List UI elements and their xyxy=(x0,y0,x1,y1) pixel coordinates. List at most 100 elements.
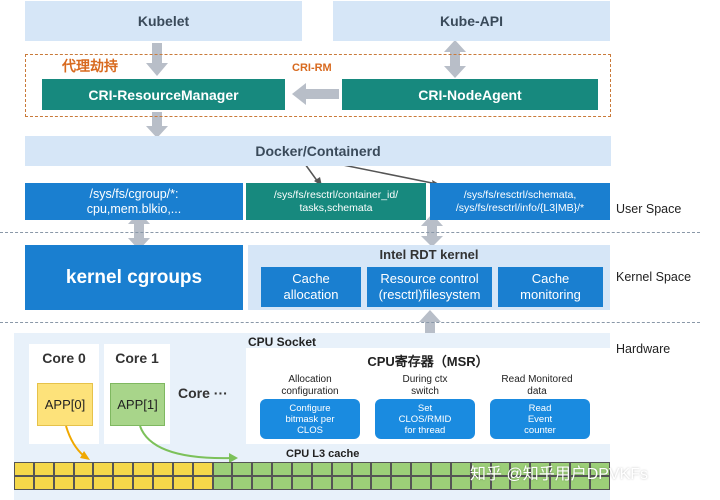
cache-cell xyxy=(73,476,94,490)
cache-cell xyxy=(450,476,471,490)
cache-cell xyxy=(14,476,34,490)
cache-cell xyxy=(232,476,253,490)
cache-cell xyxy=(53,462,74,476)
resctrl-schemata-box: /sys/fs/resctrl/schemata,/sys/fs/resctrl… xyxy=(430,183,610,220)
arrow-schemata-rdt xyxy=(427,224,437,238)
hardware-label: Hardware xyxy=(616,342,671,356)
core0-label: Core 0 xyxy=(42,350,86,366)
cache-cell xyxy=(33,462,54,476)
cache-cell xyxy=(530,462,551,476)
cache-cell xyxy=(272,462,293,476)
docker-containerd-box: Docker/Containerd xyxy=(25,136,611,166)
cache-cell xyxy=(93,476,114,490)
resctrl-container-box: /sys/fs/resctrl/container_id/tasks,schem… xyxy=(246,183,426,220)
cache-cell xyxy=(391,462,412,476)
cache-cell xyxy=(589,476,610,490)
cgroup-path-box: /sys/fs/cgroup/*:cpu,mem.blkio,... xyxy=(25,183,243,220)
cache-cell xyxy=(53,476,74,490)
cache-cell xyxy=(292,462,312,476)
msr-title: CPU寄存器（MSR） xyxy=(367,354,489,369)
cache-cell xyxy=(391,476,412,490)
core-more-label: Core ··· xyxy=(178,385,228,401)
cache-cell xyxy=(589,462,610,476)
app1-box: APP[1] xyxy=(110,383,165,426)
cache-cell xyxy=(351,476,372,490)
cache-cell xyxy=(232,462,253,476)
cache-cell xyxy=(510,462,531,476)
cache-cell xyxy=(113,462,134,476)
cache-cell xyxy=(431,476,451,490)
cache-cell xyxy=(510,476,531,490)
cache-cell xyxy=(73,462,94,476)
cache-cell xyxy=(490,476,511,490)
arrow-kubelet-down xyxy=(152,43,162,63)
cache-cell xyxy=(331,462,352,476)
cache-cell xyxy=(431,462,451,476)
cache-line xyxy=(14,476,610,490)
cache-cell xyxy=(212,462,233,476)
cache-cell xyxy=(570,462,590,476)
cache-cell xyxy=(14,462,34,476)
core1-label: Core 1 xyxy=(115,350,159,366)
cache-cell xyxy=(311,476,332,490)
cache-cell xyxy=(113,476,134,490)
cache-cell xyxy=(272,476,293,490)
l3-cache-row xyxy=(14,462,610,490)
kubelet-box: Kubelet xyxy=(25,1,302,41)
arrow-docker-container xyxy=(304,163,319,183)
cache-cell xyxy=(371,462,392,476)
cache-cell xyxy=(252,476,273,490)
arrow-kubelet-head xyxy=(146,63,168,76)
cache-cell xyxy=(550,476,571,490)
arrow-cgroup xyxy=(134,222,144,240)
user-space-label: User Space xyxy=(616,202,682,216)
cache-cell xyxy=(133,462,154,476)
cache-cell xyxy=(93,462,114,476)
cache-cell xyxy=(172,476,193,490)
cri-resourcemanager-box: CRI-ResourceManager xyxy=(42,79,285,110)
cache-cell xyxy=(212,476,233,490)
l3-cache-label: CPU L3 cache xyxy=(286,448,360,460)
cache-cell xyxy=(450,462,471,476)
cache-line xyxy=(14,462,610,476)
arrow-kubeapi xyxy=(450,50,460,68)
cache-cell xyxy=(172,462,193,476)
app0-box: APP[0] xyxy=(37,383,93,426)
cache-cell xyxy=(153,476,173,490)
cache-cell xyxy=(133,476,154,490)
cache-cell xyxy=(550,462,571,476)
cri-nodeagent-box: CRI-NodeAgent xyxy=(342,79,598,110)
arrow-docker-schemata xyxy=(337,163,438,185)
cache-cell xyxy=(411,462,432,476)
cache-cell xyxy=(252,462,273,476)
cri-rm-label: CRI-RM xyxy=(292,62,332,74)
cache-cell xyxy=(371,476,392,490)
cache-cell xyxy=(192,462,213,476)
cache-cell xyxy=(33,476,54,490)
arrow-rm-docker xyxy=(152,112,162,128)
divider-user-kernel xyxy=(0,232,700,233)
cache-cell xyxy=(470,462,491,476)
cache-cell xyxy=(351,462,372,476)
kube-api-box: Kube-API xyxy=(333,1,610,41)
proxy-region xyxy=(25,54,611,117)
rdt-title: Intel RDT kernel xyxy=(379,247,479,262)
watermark: 知乎 @知乎用户DPVKFs xyxy=(470,466,649,483)
kernel-space-label: Kernel Space xyxy=(616,270,692,284)
cache-cell xyxy=(331,476,352,490)
resctrl-filesystem-box: Resource control(resctrl)filesystem xyxy=(367,267,492,307)
divider-kernel-hw xyxy=(0,322,700,323)
cache-cell xyxy=(311,462,332,476)
cache-cell xyxy=(192,476,213,490)
proxy-label: 代理劫持 xyxy=(62,58,118,74)
arrow-rdt-msr xyxy=(425,320,435,340)
cache-cell xyxy=(470,476,491,490)
